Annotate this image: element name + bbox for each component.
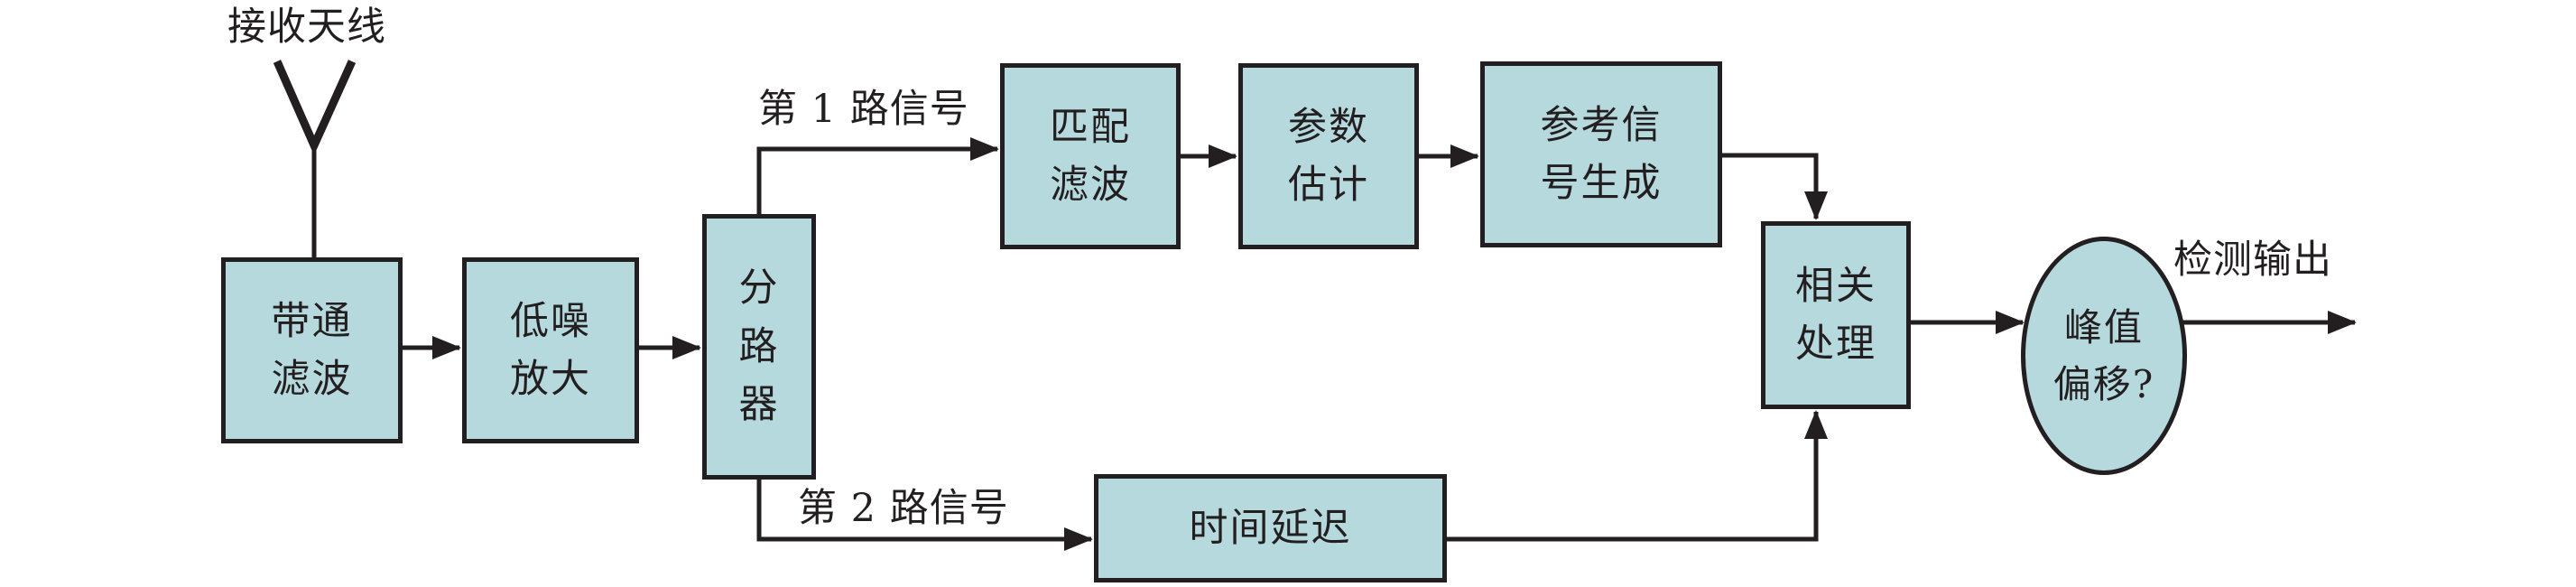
antenna-icon — [273, 60, 357, 156]
node-time-delay: 时间延迟 — [1094, 474, 1447, 582]
signal2-label: 第 2 路信号 — [798, 486, 1009, 531]
node-matched-filter: 匹配 滤波 — [1000, 63, 1181, 249]
node-correlation-processing: 相关 处理 — [1761, 221, 1911, 409]
node-parameter-estimation: 参数 估计 — [1238, 63, 1419, 249]
detection-output-label: 检测输出 — [2173, 238, 2332, 283]
node-low-noise-amplifier: 低噪 放大 — [462, 257, 639, 443]
node-bandpass-filter: 带通 滤波 — [221, 257, 403, 443]
antenna-label: 接收天线 — [227, 5, 386, 50]
edge-splitter-delay — [756, 480, 1093, 551]
edge-refgen-correlation — [1722, 153, 1828, 220]
signal1-label: 第 1 路信号 — [758, 87, 969, 132]
node-splitter: 分 路 器 — [702, 214, 816, 480]
node-reference-signal-generation: 参考信 号生成 — [1480, 61, 1722, 247]
edge-splitter-matched — [756, 137, 999, 214]
node-peak-offset-decision: 峰值 偏移? — [2021, 237, 2187, 475]
edge-delay-correlation — [1447, 410, 1828, 542]
